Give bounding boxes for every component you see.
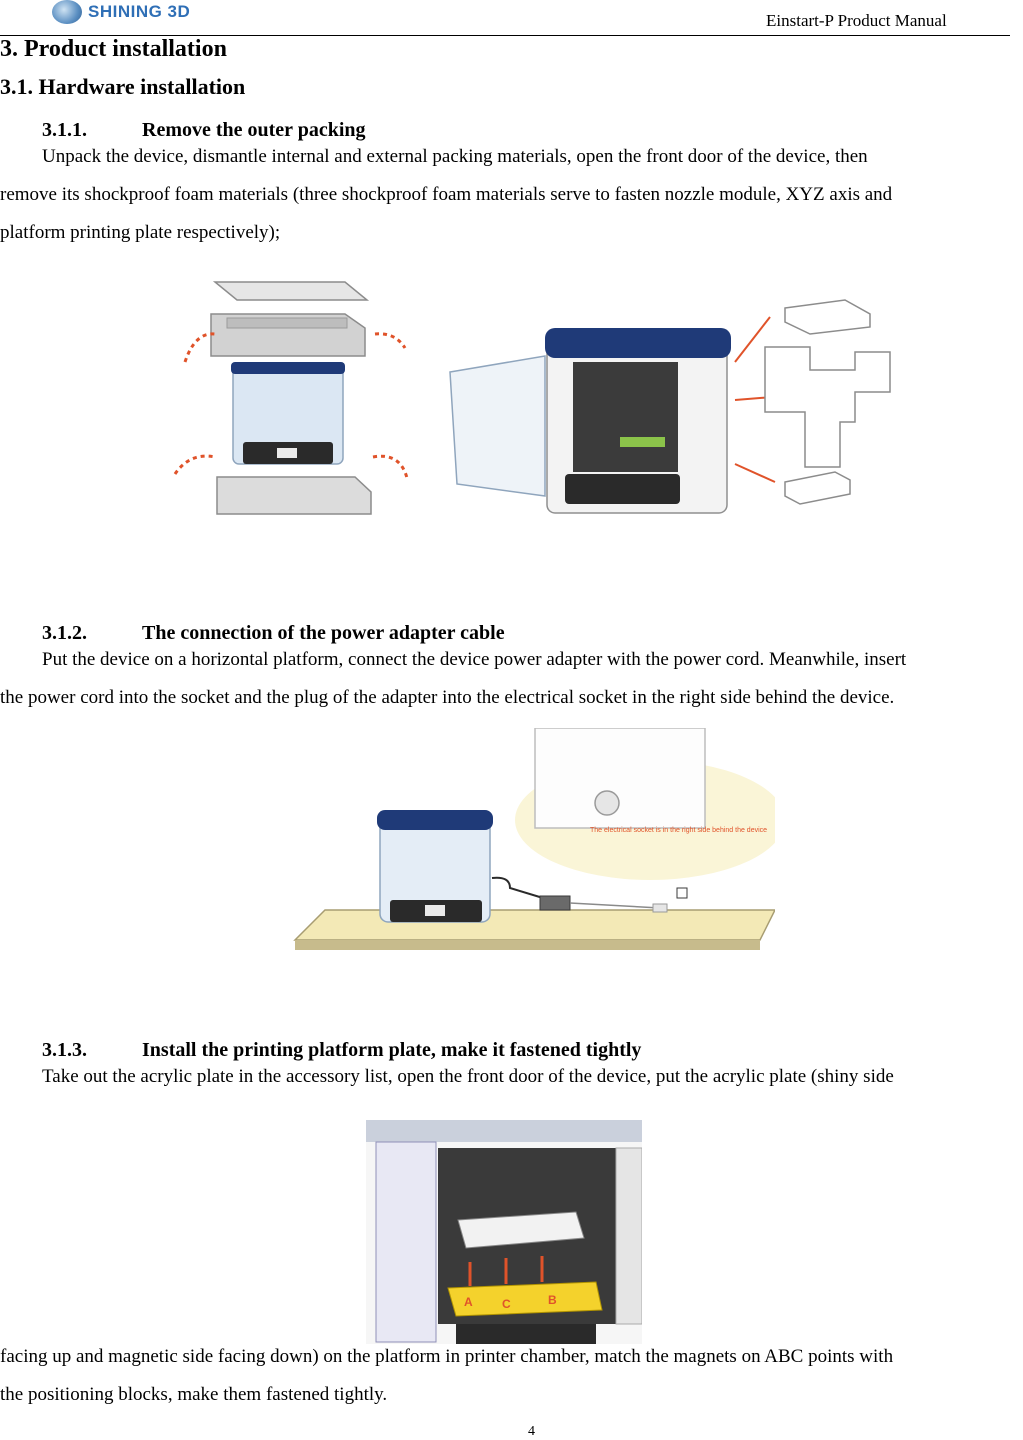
printing-platform: [447, 1281, 603, 1317]
foam-piece-xyz: [764, 346, 891, 468]
paragraph-line: platform printing plate respectively);: [0, 222, 281, 243]
power-adapter-icon: [539, 895, 571, 911]
open-printer-lid: [545, 328, 731, 358]
printer-screen: [277, 448, 297, 458]
paragraph-line: Take out the acrylic plate in the access…: [42, 1066, 894, 1087]
paragraph-line: Put the device on a horizontal platform,…: [42, 649, 907, 670]
arrow-up-left: [183, 332, 216, 363]
open-printer-panel: [565, 474, 680, 504]
foam-piece-nozzle: [784, 299, 871, 335]
platform-edge: [295, 940, 760, 950]
step-number: 3.1.3.: [42, 1039, 87, 1061]
power-cable: [491, 876, 544, 899]
arrow-to-foam-3: [734, 463, 776, 483]
step-paragraph-2: Put the device on a horizontal platform,…: [0, 641, 1023, 717]
printer-chamber: [573, 362, 678, 472]
page-number: 4: [528, 1424, 535, 1439]
paragraph-line: Unpack the device, dismantle internal an…: [42, 146, 868, 167]
platform-plate-figure: A C B: [366, 1120, 642, 1344]
foam-bottom-tray: [216, 476, 372, 515]
arrow-to-foam-1: [734, 316, 771, 363]
step-paragraph-3-continued: facing up and magnetic side facing down)…: [0, 1338, 1023, 1414]
power-adapter-figure: The electrical socket is in the right si…: [293, 728, 775, 950]
point-label-c: C: [502, 1297, 511, 1311]
wall-socket-icon: [676, 887, 688, 899]
power-socket: [594, 790, 620, 816]
foam-lid: [212, 281, 370, 301]
power-plug-icon: [652, 903, 668, 913]
arrow-up-right: [374, 332, 407, 349]
power-cord: [569, 902, 661, 909]
printer-rear-detail: [534, 728, 706, 829]
foam-slot: [226, 317, 348, 329]
globe-icon: [52, 0, 82, 24]
foam-insert: [620, 437, 665, 447]
section-title: 3. Product installation: [0, 36, 227, 62]
printer-panel: [456, 1324, 596, 1344]
step-paragraph-3: Take out the acrylic plate in the access…: [0, 1058, 1023, 1096]
open-front-door: [449, 355, 546, 497]
shining3d-logo: SHINING 3D: [52, 0, 190, 24]
step-number: 3.1.2.: [42, 622, 87, 644]
point-label-a: A: [464, 1295, 473, 1309]
step-title: Remove the outer packing: [142, 119, 366, 141]
printer-top-edge: [366, 1120, 642, 1142]
socket-note: The electrical socket is in the right si…: [590, 827, 767, 834]
door-frame: [375, 1141, 437, 1343]
step-number: 3.1.1.: [42, 119, 87, 141]
step-title: Install the printing platform plate, mak…: [142, 1039, 642, 1061]
printer-screen: [425, 905, 445, 916]
header-divider: [0, 35, 1010, 36]
horizontal-platform: [293, 909, 775, 941]
step-paragraph-1: Unpack the device, dismantle internal an…: [0, 138, 1023, 252]
paragraph-line: the positioning blocks, make them fasten…: [0, 1384, 388, 1405]
logo-text: SHINING 3D: [88, 2, 191, 21]
paragraph-line: remove its shockproof foam materials (th…: [0, 184, 893, 205]
printer-lid: [231, 362, 345, 374]
unpacking-figure: [173, 281, 891, 515]
arrow-down-right: [372, 454, 409, 479]
side-panel: [615, 1147, 642, 1325]
subsection-title: 3.1. Hardware installation: [0, 74, 246, 99]
paragraph-line: facing up and magnetic side facing down)…: [0, 1346, 894, 1367]
foam-piece-plate: [784, 471, 851, 505]
step-title: The connection of the power adapter cabl…: [142, 622, 505, 644]
arrow-down-left: [173, 454, 216, 475]
paragraph-line: the power cord into the socket and the p…: [0, 687, 895, 708]
point-label-b: B: [548, 1293, 557, 1307]
manual-title: Einstart-P Product Manual: [766, 11, 947, 30]
acrylic-plate: [457, 1211, 585, 1249]
printer-lid: [377, 810, 493, 830]
